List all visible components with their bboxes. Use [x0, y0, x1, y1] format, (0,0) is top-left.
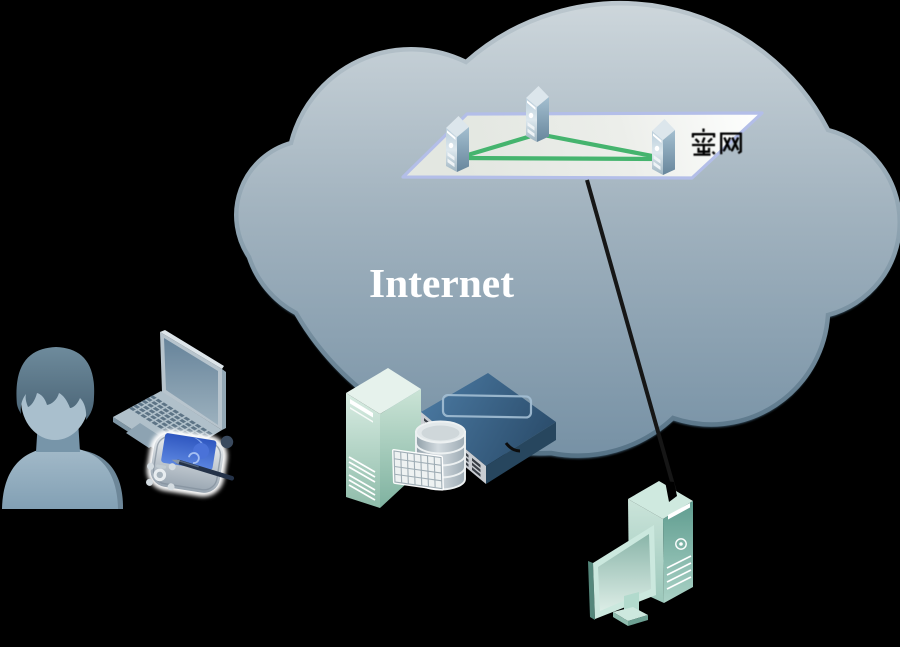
svg-text:Internet: Internet — [369, 260, 514, 306]
